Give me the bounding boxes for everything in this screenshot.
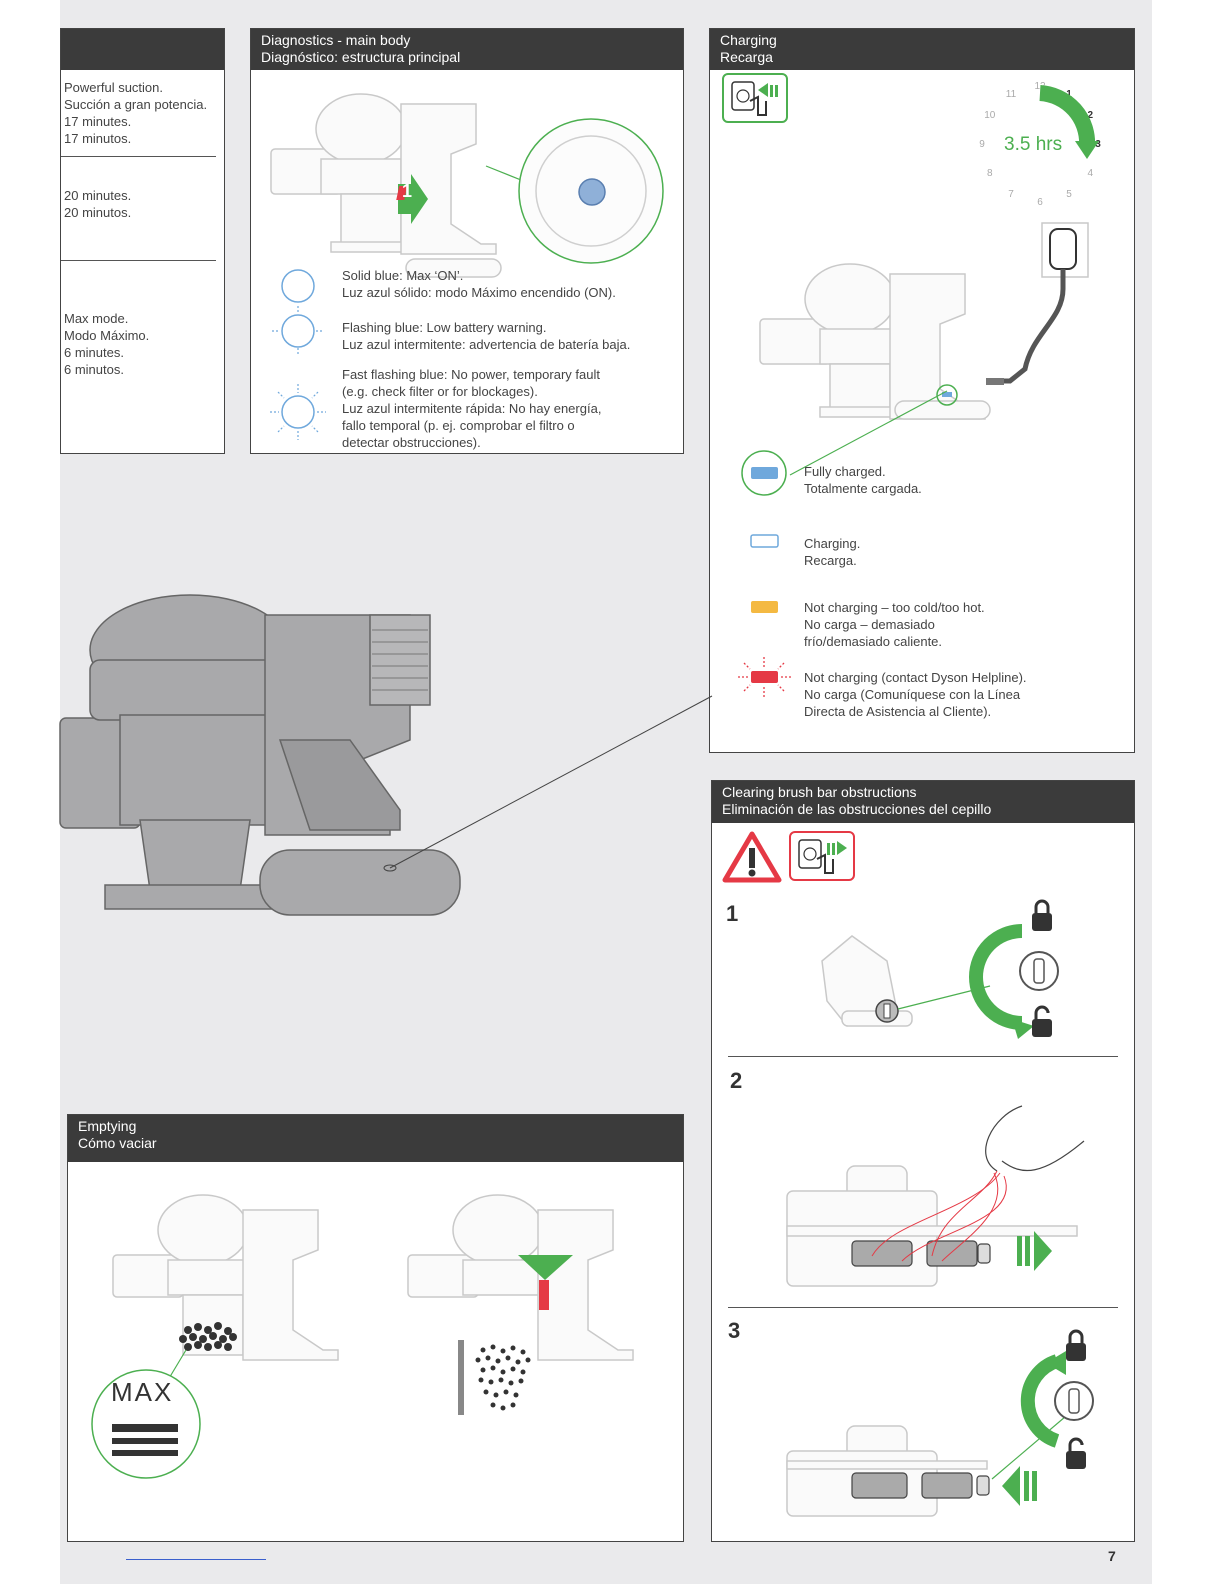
charging-header: Charging Recarga	[710, 29, 1134, 70]
brushbar-reinsert-illustration	[786, 1329, 1094, 1517]
temperature-fault-led-icon	[751, 601, 778, 613]
push-down-arrow-icon	[518, 1255, 573, 1280]
charge-time: 3.5 hrs	[1004, 134, 1063, 155]
legend-charging: Charging. Recarga.	[804, 536, 861, 568]
divider	[61, 156, 216, 157]
clock-number: 2	[1087, 110, 1093, 121]
step-number-label: 1	[402, 181, 413, 201]
vacuum-charging-illustration	[759, 222, 1089, 420]
clock-number: 4	[1087, 168, 1093, 179]
warning-icon	[722, 831, 782, 883]
emptying-panel: Emptying Cómo vaciar MAX	[67, 1114, 684, 1542]
clock-number: 7	[1008, 189, 1014, 200]
legend-fully-charged: Fully charged. Totalmente cargada.	[804, 464, 922, 496]
clock-number: 3	[1095, 139, 1101, 150]
legend-temperature-fault: Not charging – too cold/too hot. No carg…	[804, 600, 985, 649]
divider	[728, 1056, 1118, 1057]
diagnostics-header: Diagnostics - main body Diagnóstico: est…	[251, 29, 683, 70]
clock-number: 9	[979, 139, 985, 150]
step-1-label: 1	[726, 901, 739, 926]
brushbar-title-en: Clearing brush bar obstructions	[722, 784, 917, 800]
brushbar-panel: Clearing brush bar obstructions Eliminac…	[711, 780, 1135, 1542]
clock-number: 12	[1034, 81, 1046, 92]
max-level-icon	[91, 1369, 201, 1479]
runtime-standard: 20 minutes. 20 minutos.	[64, 188, 132, 220]
fast-flashing-ring-icon	[270, 384, 326, 440]
emptying-header: Emptying Cómo vaciar	[68, 1115, 683, 1162]
clock-number: 10	[984, 110, 996, 121]
step-2-label: 2	[730, 1068, 743, 1093]
brushbar-remove-illustration	[786, 1105, 1085, 1287]
divider	[61, 260, 216, 261]
clock-number: 11	[1006, 89, 1017, 100]
clock-number: 5	[1066, 189, 1072, 200]
runtime-panel: Powerful suction. Succión a gran potenci…	[60, 28, 225, 454]
clock-number: 6	[1037, 197, 1043, 208]
brushbar-header: Clearing brush bar obstructions Eliminac…	[712, 781, 1134, 823]
legend-charging-fault: Not charging (contact Dyson Helpline). N…	[804, 670, 1027, 719]
diagnostics-title-es: Diagnóstico: estructura principal	[261, 49, 461, 65]
flashing-ring-icon	[272, 306, 324, 356]
runtime-powerful: Powerful suction. Succión a gran potenci…	[64, 80, 208, 146]
brushbar-title-es: Eliminación de las obstrucciones del cep…	[722, 801, 992, 817]
brushbar-unlock-illustration	[821, 899, 1059, 1039]
unlock-icon	[1032, 1005, 1052, 1037]
runtime-panel-header	[61, 29, 224, 70]
clock-number: 1	[1066, 89, 1072, 100]
emptying-title-es: Cómo vaciar	[78, 1135, 157, 1151]
clock-number: 8	[987, 168, 993, 179]
charging-title-es: Recarga	[720, 49, 773, 65]
diagnostics-panel: Diagnostics - main body Diagnóstico: est…	[250, 28, 684, 454]
charging-title-en: Charging	[720, 32, 777, 48]
emptying-release-illustration	[407, 1194, 634, 1415]
legend-fast-flashing-blue: Fast flashing blue: No power, temporary …	[342, 367, 602, 450]
callout-line	[789, 390, 948, 476]
legend-flashing-blue: Flashing blue: Low battery warning. Luz …	[342, 320, 631, 352]
blue-led-icon	[578, 178, 606, 206]
legend-solid-blue: Solid blue: Max ‘ON’. Luz azul sólido: m…	[342, 268, 616, 300]
large-vacuum-illustration	[59, 594, 713, 916]
red-indicator	[396, 186, 408, 200]
footer-link-line	[126, 1559, 266, 1560]
charging-led-icon	[750, 534, 779, 548]
vacuum-diagnostic-illustration	[270, 93, 664, 278]
step-3-label: 3	[728, 1318, 741, 1343]
diagnostics-title-en: Diagnostics - main body	[261, 32, 411, 48]
solid-ring-icon	[281, 269, 315, 303]
plug-in-icon	[722, 73, 788, 123]
max-label: MAX	[111, 1377, 174, 1407]
divider	[728, 1307, 1118, 1308]
charging-fault-led-icon	[738, 657, 791, 697]
emptying-title-en: Emptying	[78, 1118, 137, 1134]
runtime-max: Max mode. Modo Máximo. 6 minutes. 6 minu…	[64, 311, 150, 377]
emptying-full-bin-illustration	[112, 1194, 339, 1381]
page-number: 7	[1108, 1548, 1116, 1564]
unplug-icon	[789, 831, 855, 881]
lock-icon	[1032, 899, 1052, 931]
fully-charged-led-icon	[741, 450, 787, 496]
